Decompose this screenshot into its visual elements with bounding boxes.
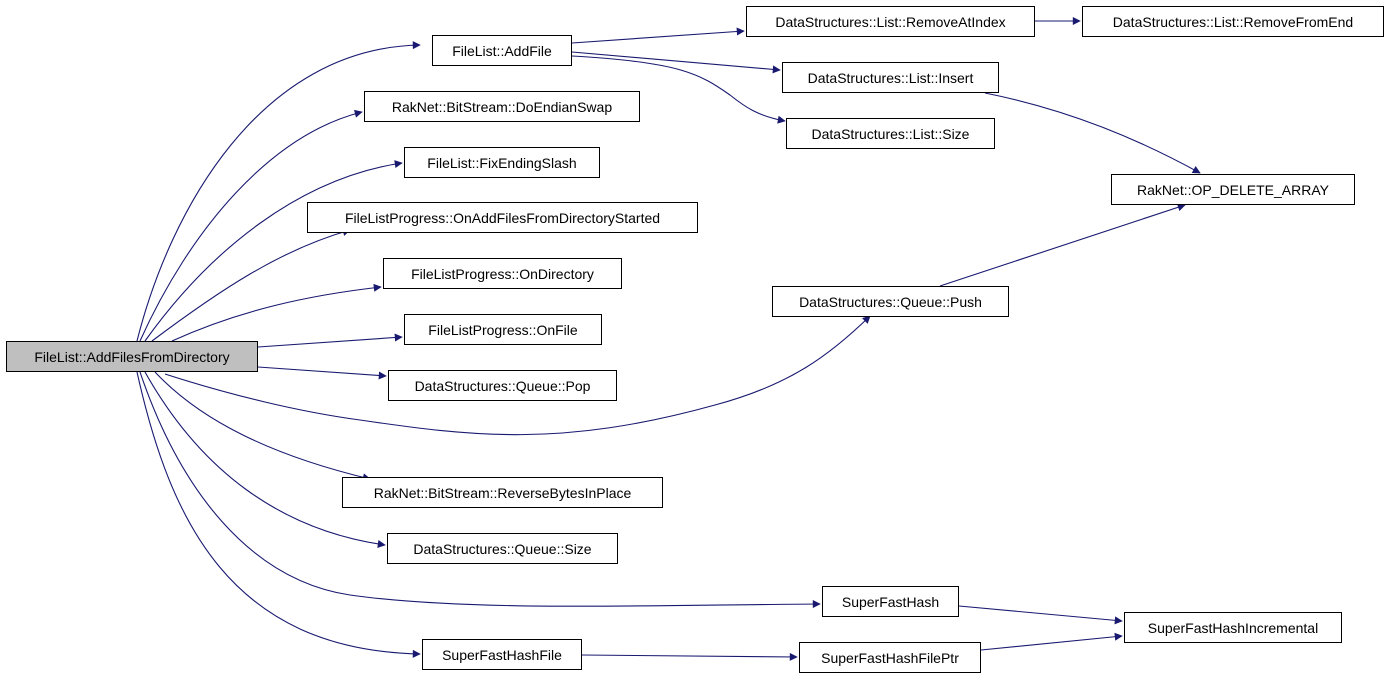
node-filelist-addfile[interactable]: FileList::AddFile [432, 35, 572, 66]
edge-superfasthash-hashincremental [958, 605, 1123, 625]
node-list-size[interactable]: DataStructures::List::Size [786, 118, 995, 149]
node-list-insert[interactable]: DataStructures::List::Insert [782, 62, 999, 93]
edge-root-queuesize [144, 371, 386, 548]
edge-root-fixslash [144, 160, 403, 342]
edge-addfile-removeatindex [571, 27, 745, 44]
edge-root-reversebytes [154, 371, 371, 482]
edge-superfasthashfile-hashfileptr [581, 652, 798, 661]
edge-root-queuepush [164, 315, 871, 436]
edge-root-addfile [136, 41, 421, 342]
node-queue-pop[interactable]: DataStructures::Queue::Pop [388, 370, 617, 401]
edge-queuepush-opdeletearray [939, 203, 1186, 287]
edge-addfile-listsize [571, 55, 786, 124]
node-queue-push[interactable]: DataStructures::Queue::Push [772, 286, 1009, 317]
node-queue-size[interactable]: DataStructures::Queue::Size [387, 533, 618, 564]
node-root-fileList-addfilesfromdirectory: FileList::AddFilesFromDirectory [6, 341, 258, 372]
node-superfasthashfileptr[interactable]: SuperFastHashFilePtr [799, 642, 981, 673]
node-filelistprogress-onaddfilesfromdirectorystarted[interactable]: FileListProgress::OnAddFilesFromDirector… [307, 202, 698, 233]
edge-listinsert-opdeletearray [984, 92, 1201, 174]
node-bitstream-reversebytesinplace[interactable]: RakNet::BitStream::ReverseBytesInPlace [342, 477, 663, 508]
node-list-removefromend[interactable]: DataStructures::List::RemoveFromEnd [1082, 6, 1384, 37]
node-filelistprogress-onfile[interactable]: FileListProgress::OnFile [404, 314, 602, 345]
node-bitstream-doendianswap[interactable]: RakNet::BitStream::DoEndianSwap [364, 91, 640, 122]
edge-root-onaddstarted [151, 228, 351, 342]
node-superfasthashincremental[interactable]: SuperFastHashIncremental [1124, 612, 1342, 643]
edge-addfile-listinsert [571, 51, 781, 74]
node-filelist-fixendingslash[interactable]: FileList::FixEndingSlash [404, 147, 600, 178]
node-list-removeatindex[interactable]: DataStructures::List::RemoveAtIndex [746, 6, 1035, 37]
edge-root-ondirectory [171, 283, 382, 342]
node-superfasthash[interactable]: SuperFastHash [822, 586, 959, 617]
edge-root-superfasthash [139, 371, 821, 609]
node-filelistprogress-ondirectory[interactable]: FileListProgress::OnDirectory [383, 258, 622, 289]
node-raknet-op-delete-array[interactable]: RakNet::OP_DELETE_ARRAY [1111, 174, 1355, 205]
edge-root-queuepop [257, 366, 387, 380]
edge-hashfileptr-hashincremental [980, 632, 1123, 651]
edge-root-onfile [257, 333, 403, 348]
edge-root-superfasthashfile [136, 371, 421, 658]
node-superfasthashfile[interactable]: SuperFastHashFile [422, 639, 582, 670]
edge-root-endianswap [139, 109, 363, 342]
